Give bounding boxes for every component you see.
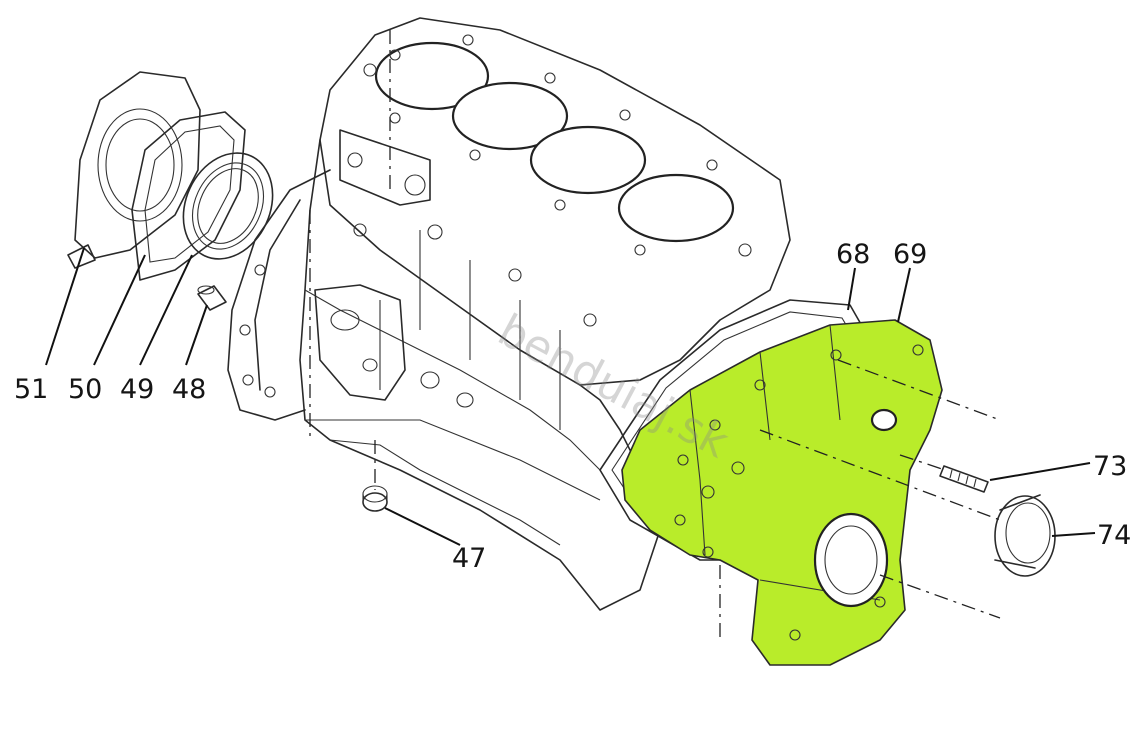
callout-69: 69 bbox=[893, 239, 927, 270]
block-skirt bbox=[304, 289, 601, 546]
block-ribs bbox=[379, 230, 561, 430]
side-boss bbox=[314, 284, 406, 401]
stud-bolt bbox=[939, 465, 989, 493]
rear-seal-ring bbox=[182, 152, 274, 260]
front-oil-seal bbox=[994, 494, 1056, 577]
rear-flange-bolts bbox=[239, 264, 276, 398]
leader-lines bbox=[45, 247, 1096, 546]
callout-47: 47 bbox=[452, 543, 486, 574]
callout-48: 48 bbox=[172, 374, 206, 405]
deck-holes bbox=[347, 34, 752, 327]
cylinder-bore-4 bbox=[617, 173, 735, 243]
timing-cover bbox=[621, 319, 943, 666]
cover-bolt-holes bbox=[674, 344, 924, 641]
core-plug bbox=[362, 485, 388, 512]
block-oil-rail bbox=[339, 129, 431, 206]
cylinder-bore-3 bbox=[529, 125, 647, 195]
block-side-face bbox=[299, 139, 661, 611]
rear-gasket bbox=[131, 111, 246, 281]
callout-50: 50 bbox=[68, 374, 102, 405]
block-top-deck bbox=[319, 17, 791, 386]
callout-68: 68 bbox=[836, 239, 870, 270]
cylinder-bore-2 bbox=[451, 81, 569, 151]
center-lines bbox=[309, 30, 1001, 640]
dowel-pin bbox=[197, 285, 227, 311]
rear-seal-housing bbox=[67, 71, 201, 269]
rear-flange bbox=[227, 169, 331, 421]
cylinder-bore-1 bbox=[374, 41, 490, 111]
callout-73: 73 bbox=[1093, 451, 1127, 482]
callout-labels: 51 50 49 48 47 68 69 73 74 bbox=[14, 239, 1131, 574]
callout-51: 51 bbox=[14, 374, 48, 405]
callout-74: 74 bbox=[1097, 520, 1131, 551]
boss-holes bbox=[330, 309, 474, 408]
callout-49: 49 bbox=[120, 374, 154, 405]
engine-block bbox=[227, 17, 791, 611]
